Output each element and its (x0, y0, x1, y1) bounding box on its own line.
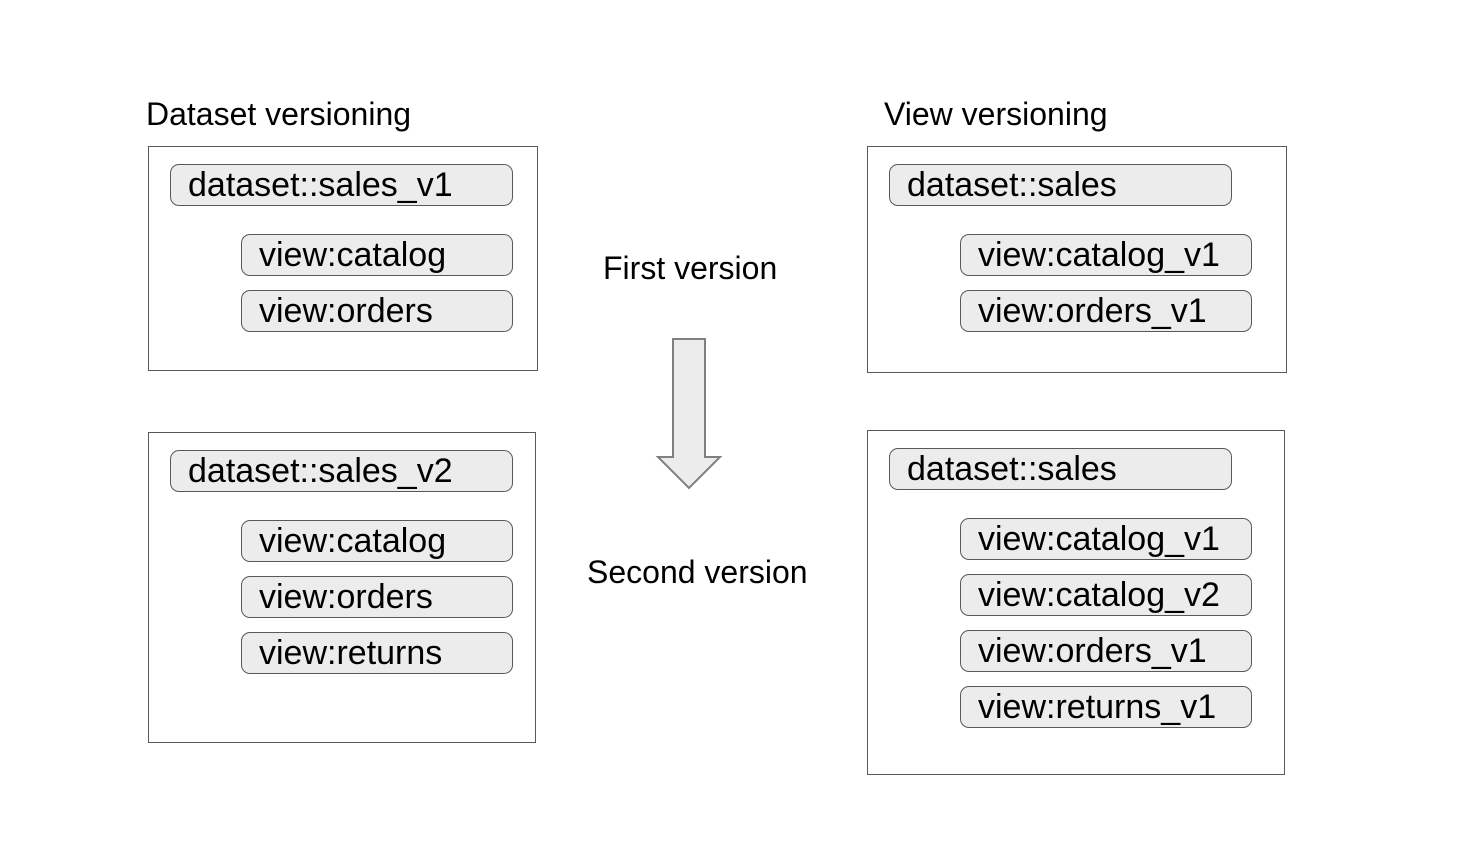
view-pill: view:orders (241, 576, 513, 618)
view-pill: view:catalog_v1 (960, 518, 1252, 560)
first-version-label: First version (603, 250, 778, 286)
down-arrow-icon (654, 337, 724, 491)
view-pill: view:returns (241, 632, 513, 674)
dataset-versioning-title: Dataset versioning (146, 96, 412, 132)
dataset-pill: dataset::sales (889, 448, 1232, 490)
dataset-versioning-box-v1: dataset::sales_v1 view:catalog view:orde… (148, 146, 538, 371)
dataset-pill: dataset::sales_v1 (170, 164, 513, 206)
dataset-pill: dataset::sales_v2 (170, 450, 513, 492)
view-versioning-box-second: dataset::sales view:catalog_v1 view:cata… (867, 430, 1285, 775)
view-pill: view:catalog_v2 (960, 574, 1252, 616)
view-pill: view:orders (241, 290, 513, 332)
view-pill: view:catalog_v1 (960, 234, 1252, 276)
view-pill: view:catalog (241, 520, 513, 562)
view-versioning-box-first: dataset::sales view:catalog_v1 view:orde… (867, 146, 1287, 373)
dataset-pill: dataset::sales (889, 164, 1232, 206)
dataset-versioning-box-v2: dataset::sales_v2 view:catalog view:orde… (148, 432, 536, 743)
view-pill: view:returns_v1 (960, 686, 1252, 728)
view-pill: view:orders_v1 (960, 290, 1252, 332)
second-version-label: Second version (587, 554, 808, 590)
view-pill: view:orders_v1 (960, 630, 1252, 672)
view-versioning-title: View versioning (884, 96, 1108, 132)
view-pill: view:catalog (241, 234, 513, 276)
